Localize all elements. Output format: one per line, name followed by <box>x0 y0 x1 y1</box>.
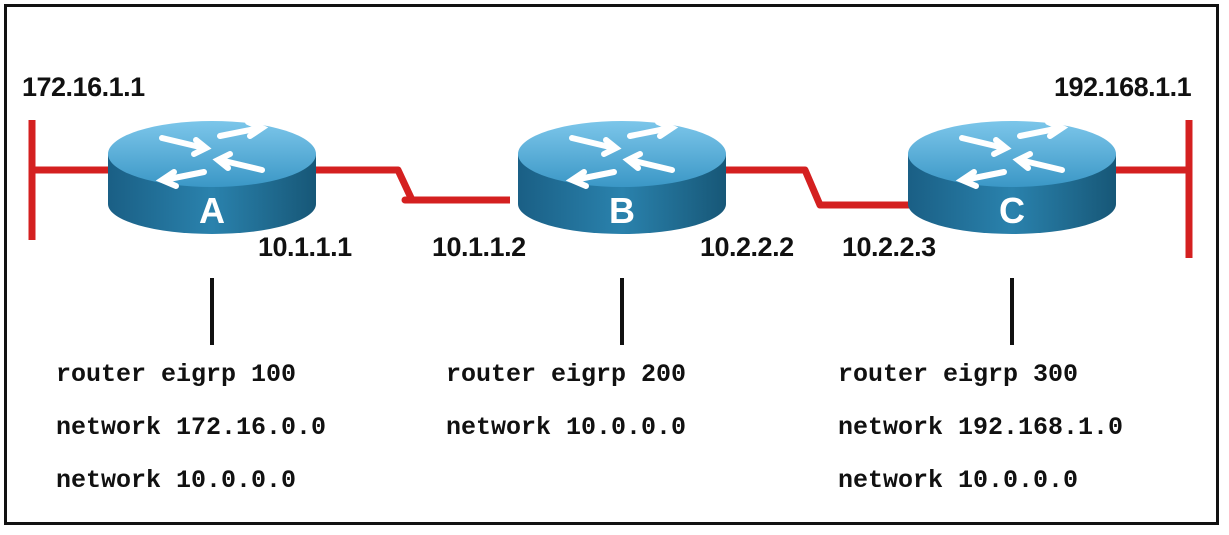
ip-serial-a: 10.1.1.1 <box>258 232 352 262</box>
ip-serial-b-left: 10.1.1.2 <box>432 232 526 262</box>
config-line: network 10.0.0.0 <box>56 466 297 495</box>
router-a: A <box>108 121 316 234</box>
ip-lan-a: 172.16.1.1 <box>22 72 145 102</box>
config-line: router eigrp 300 <box>838 360 1079 389</box>
router-a-label: A <box>199 190 225 231</box>
config-router-b: router eigrp 200 network 10.0.0.0 <box>446 348 686 454</box>
serial-link-b-c <box>724 166 912 209</box>
config-router-c: router eigrp 300 network 192.168.1.0 net… <box>838 348 1123 507</box>
config-line: router eigrp 200 <box>446 360 687 389</box>
router-b: B <box>518 121 726 234</box>
serial-link-a-b <box>314 166 510 204</box>
diagram-frame <box>4 4 1219 525</box>
router-c-label: C <box>999 190 1025 231</box>
config-line: network 10.0.0.0 <box>838 466 1079 495</box>
router-b-label: B <box>609 190 635 231</box>
config-line: network 192.168.1.0 <box>838 413 1124 442</box>
config-line: router eigrp 100 <box>56 360 297 389</box>
config-line: network 172.16.0.0 <box>56 413 327 442</box>
ip-serial-b-right: 10.2.2.2 <box>700 232 794 262</box>
config-router-a: router eigrp 100 network 172.16.0.0 netw… <box>56 348 326 507</box>
router-c: C <box>908 121 1116 234</box>
config-line: network 10.0.0.0 <box>446 413 687 442</box>
ip-lan-c: 192.168.1.1 <box>1054 72 1192 102</box>
ip-serial-c: 10.2.2.3 <box>842 232 936 262</box>
